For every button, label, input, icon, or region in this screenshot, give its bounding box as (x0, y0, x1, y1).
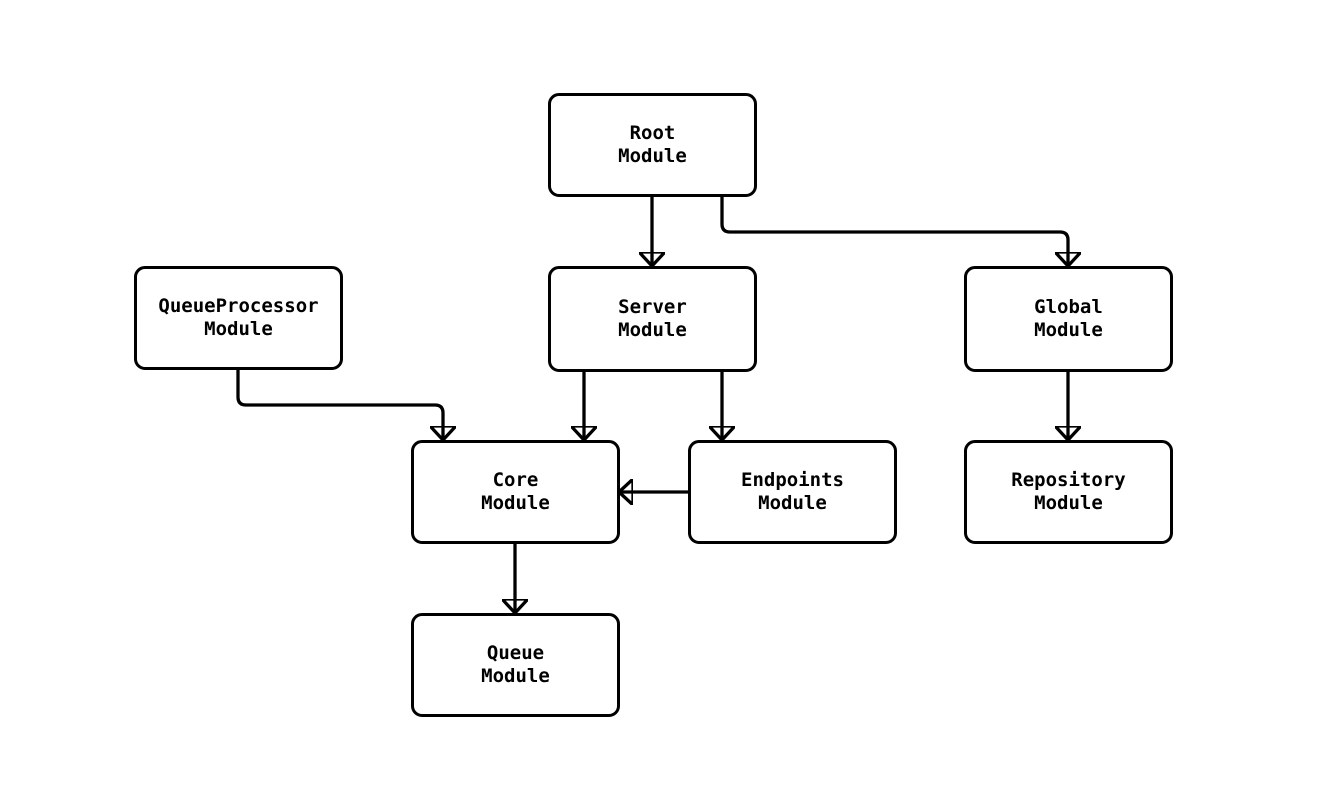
node-server-module: Server Module (548, 266, 757, 372)
node-global-module: Global Module (964, 266, 1173, 372)
node-queue-module: Queue Module (411, 613, 620, 717)
node-core-module: Core Module (411, 440, 620, 544)
node-queueprocessor-module: QueueProcessor Module (134, 266, 343, 370)
edge-queueprocessor-to-core (236, 370, 443, 440)
node-root-module: Root Module (548, 93, 757, 197)
node-endpoints-module: Endpoints Module (688, 440, 897, 544)
node-repository-module: Repository Module (964, 440, 1173, 544)
edge-root-to-global (720, 197, 1068, 266)
